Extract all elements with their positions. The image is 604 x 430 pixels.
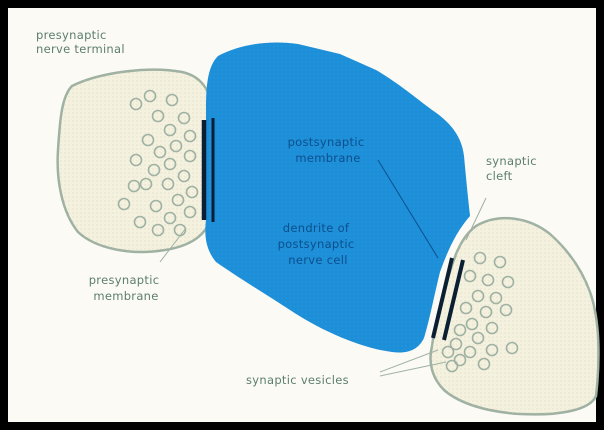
label-dendrite: dendrite of postsynaptic nerve cell bbox=[278, 221, 359, 267]
label-synaptic-vesicles: synaptic vesicles bbox=[246, 373, 349, 387]
